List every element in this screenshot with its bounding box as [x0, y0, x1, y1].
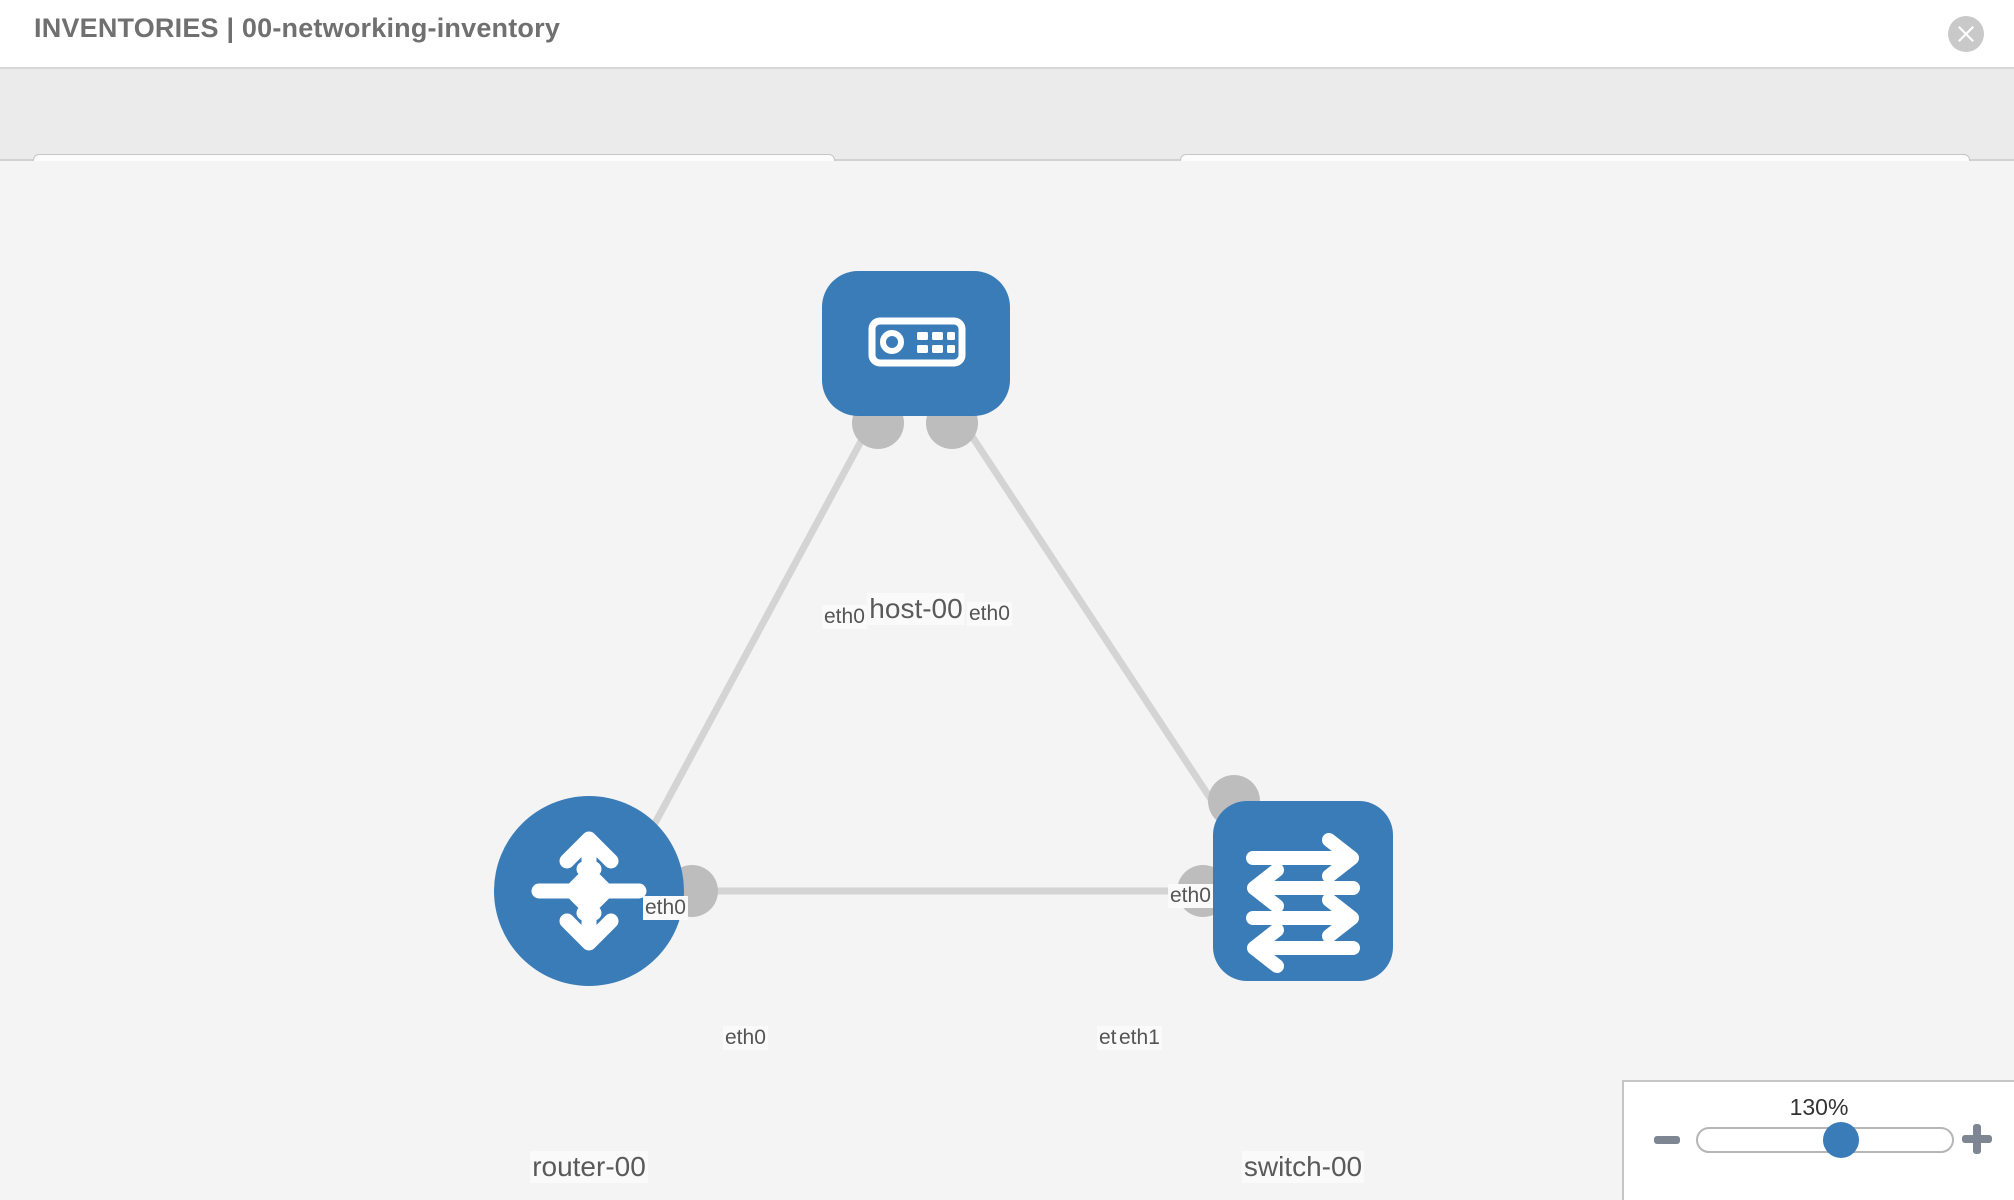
page-title: INVENTORIES | 00-networking-inventory	[34, 13, 561, 43]
node-label-host-00: host-00	[867, 593, 965, 625]
node-label-switch-00: switch-00	[1241, 1151, 1365, 1183]
page-header: INVENTORIES | 00-networking-inventory	[0, 0, 2014, 69]
edge-host-switch	[949, 404, 1248, 853]
minus-icon[interactable]	[1654, 1136, 1680, 1144]
plus-icon[interactable]	[1962, 1124, 1992, 1154]
node-router-00[interactable]	[494, 796, 684, 986]
edge-label-switch-left-eth1: eth1	[1117, 1026, 1162, 1050]
node-host-00[interactable]	[822, 271, 1010, 416]
edge-label-router-up: eth0	[643, 896, 688, 920]
router-icon	[531, 831, 647, 951]
topology-canvas[interactable]: host-00 router-00 switch-00 eth0 eth0 et…	[0, 161, 2014, 1200]
zoom-slider-thumb[interactable]	[1822, 1122, 1859, 1158]
switch-icon	[1246, 833, 1360, 973]
edge-label-host-left: eth0	[822, 605, 867, 629]
toolbar: ACTIONS SEARCH	[0, 69, 2014, 212]
node-label-router-00: router-00	[530, 1151, 648, 1183]
edge-label-switch-up: eth0	[1168, 884, 1213, 908]
close-icon[interactable]	[1948, 16, 1984, 52]
edge-label-host-right: eth0	[967, 602, 1012, 626]
topology-graph	[494, 271, 1393, 986]
node-switch-00[interactable]	[1213, 801, 1393, 981]
zoom-level-label: 130%	[1789, 1094, 1849, 1120]
server-icon	[868, 317, 966, 367]
zoom-control-panel: 130%	[1622, 1080, 2014, 1200]
edge-host-router	[636, 404, 884, 853]
edge-label-router-right: eth0	[723, 1026, 768, 1050]
